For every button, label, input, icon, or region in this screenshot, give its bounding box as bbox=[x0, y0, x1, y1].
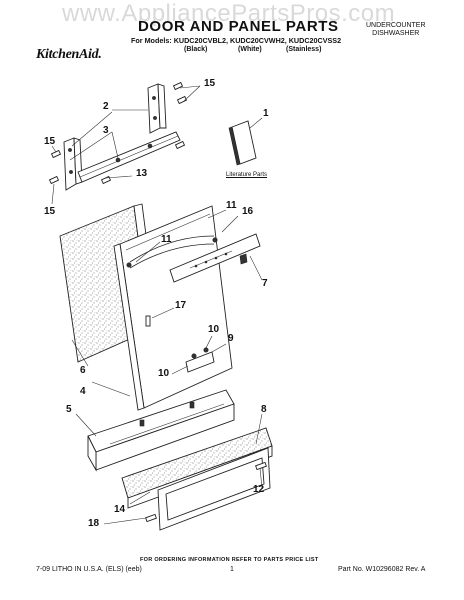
toe-panel-screws bbox=[145, 461, 267, 523]
callout-leaders bbox=[51, 85, 263, 525]
dispenser-latch bbox=[185, 347, 215, 373]
callout-16: 16 bbox=[242, 206, 254, 217]
hinge-bracket-right bbox=[147, 83, 167, 134]
brand-logo: KitchenAid. bbox=[36, 47, 102, 62]
litho-info: 7-09 LITHO IN U.S.A. (ELS) (eeb) bbox=[36, 566, 142, 573]
callout-11-left: 11 bbox=[161, 234, 172, 245]
page-title: DOOR AND PANEL PARTS bbox=[138, 18, 339, 35]
variant-white: (White) bbox=[238, 46, 262, 53]
variant-black: (Black) bbox=[184, 46, 208, 53]
literature-label: Literature Parts bbox=[226, 172, 268, 178]
product-category: UNDERCOUNTER DISHWASHER bbox=[366, 22, 426, 37]
callout-17: 17 bbox=[175, 300, 187, 311]
support-rail bbox=[77, 131, 181, 183]
callout-11-right: 11 bbox=[226, 200, 237, 211]
hinge-screws bbox=[48, 81, 188, 185]
callout-14: 14 bbox=[114, 504, 126, 515]
callout-8: 8 bbox=[261, 404, 267, 415]
ordering-info: FOR ORDERING INFORMATION REFER TO PARTS … bbox=[140, 557, 319, 563]
watermark: www.AppliancePartsPros.com bbox=[62, 0, 396, 27]
callout-9: 9 bbox=[228, 333, 234, 344]
callout-15-top: 15 bbox=[204, 78, 216, 89]
callout-13: 13 bbox=[136, 168, 148, 179]
model-list: For Models: KUDC20CVBL2, KUDC20CVWH2, KU… bbox=[131, 36, 342, 45]
callout-2: 2 bbox=[103, 101, 109, 112]
callout-10-upper: 10 bbox=[208, 324, 220, 335]
callout-1: 1 bbox=[263, 108, 269, 119]
hinge-bracket-left bbox=[63, 137, 83, 191]
callout-18: 18 bbox=[88, 518, 100, 529]
callout-15-bottom: 15 bbox=[44, 206, 56, 217]
callout-7: 7 bbox=[262, 278, 268, 289]
callout-4: 4 bbox=[80, 386, 86, 397]
literature-booklet bbox=[228, 120, 257, 166]
door-handle bbox=[126, 235, 218, 269]
page-number: 1 bbox=[230, 566, 234, 573]
callout-3: 3 bbox=[103, 125, 109, 136]
callout-5: 5 bbox=[66, 404, 72, 415]
callout-6: 6 bbox=[80, 365, 86, 376]
callout-12: 12 bbox=[253, 484, 265, 495]
control-panel bbox=[169, 233, 261, 283]
variant-stainless: (Stainless) bbox=[286, 46, 322, 53]
part-number: Part No. W10296082 Rev. A bbox=[338, 566, 426, 573]
panel-screw bbox=[145, 315, 151, 327]
callout-10-lower: 10 bbox=[158, 368, 170, 379]
toe-panel bbox=[157, 447, 271, 531]
lower-bracket bbox=[87, 389, 235, 472]
callout-15-left: 15 bbox=[44, 136, 56, 147]
